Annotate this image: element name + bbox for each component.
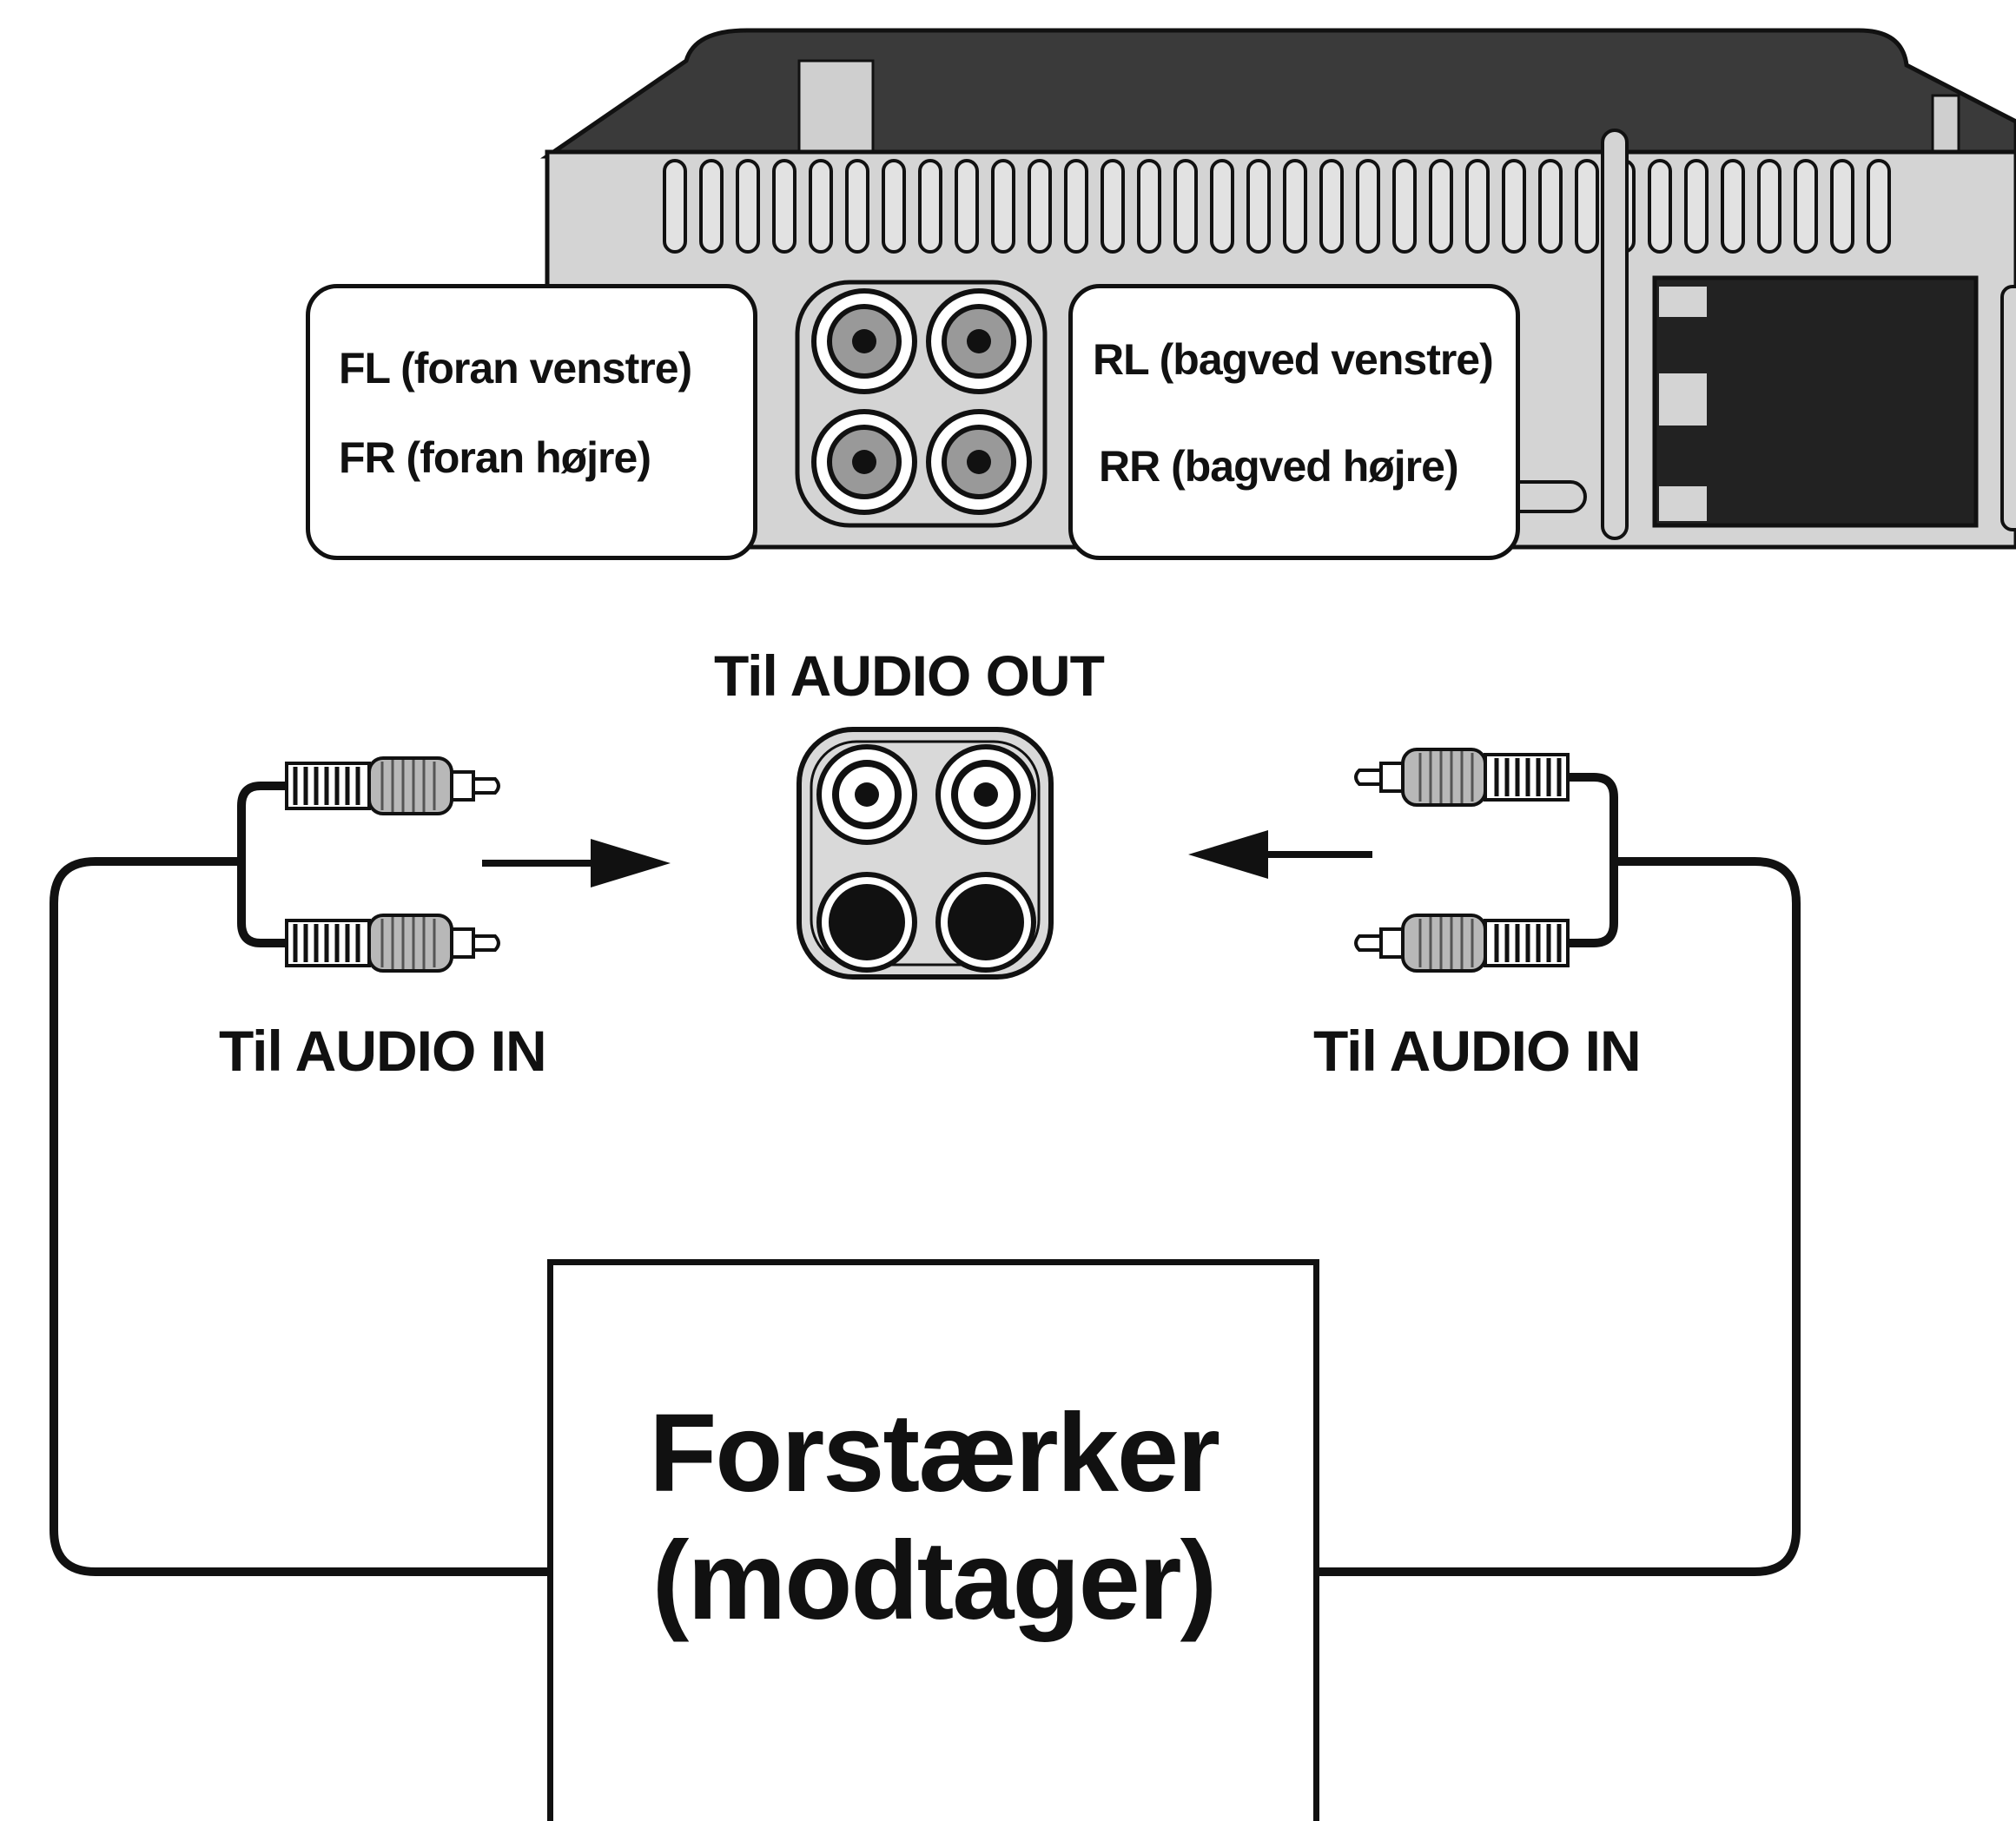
right-cable bbox=[1312, 857, 1801, 1576]
vent-slot bbox=[1101, 159, 1125, 254]
audio-in-right-label: Til AUDIO IN bbox=[1313, 1019, 1642, 1083]
vent-slot bbox=[991, 159, 1015, 254]
vent-slot bbox=[845, 159, 869, 254]
vent-slot bbox=[882, 159, 906, 254]
device-jack-fr bbox=[811, 409, 917, 515]
right-y-split bbox=[1568, 773, 1618, 947]
vent-slot bbox=[736, 159, 760, 254]
rca-plug-left-top bbox=[285, 756, 500, 815]
rca-plug-right-bottom bbox=[1354, 914, 1570, 973]
vent-slot bbox=[1356, 159, 1380, 254]
vent-slot bbox=[1794, 159, 1818, 254]
vent-slot bbox=[1429, 159, 1453, 254]
vent-slot bbox=[1173, 159, 1198, 254]
arrow-left-icon bbox=[1188, 830, 1372, 879]
vent-slot bbox=[1575, 159, 1599, 254]
rear-channels-label-box bbox=[1068, 284, 1520, 560]
vent-slot bbox=[955, 159, 979, 254]
vent-slot bbox=[1210, 159, 1234, 254]
left-cable bbox=[50, 857, 547, 1576]
label-fl: FL (foran venstre) bbox=[339, 344, 692, 393]
vent-slot bbox=[1757, 159, 1781, 254]
vent-slot bbox=[809, 159, 833, 254]
vent-slot bbox=[1502, 159, 1526, 254]
vent-slot bbox=[663, 159, 687, 254]
vent-slot bbox=[1064, 159, 1088, 254]
audio-out-jacks bbox=[796, 727, 1054, 980]
vent-slot bbox=[1648, 159, 1672, 254]
device-jack-rr bbox=[926, 409, 1032, 515]
vent-slot bbox=[772, 159, 796, 254]
vent-slot bbox=[1684, 159, 1709, 254]
label-rl: RL (bagved venstre) bbox=[1093, 335, 1494, 384]
amplifier-line-2: (modtager) bbox=[651, 1519, 1217, 1644]
vent-slot bbox=[1392, 159, 1417, 254]
audio-in-left-label: Til AUDIO IN bbox=[219, 1019, 547, 1083]
rca-plug-right-top bbox=[1354, 748, 1570, 807]
vent-slot bbox=[1246, 159, 1271, 254]
amplifier-box bbox=[547, 1259, 1319, 1821]
label-fr: FR (foran højre) bbox=[339, 433, 651, 482]
vent-slot bbox=[1830, 159, 1854, 254]
vent-slot bbox=[1721, 159, 1745, 254]
rca-plug-left-bottom bbox=[285, 914, 500, 973]
amplifier-title: Forstærker (modtager) bbox=[547, 1389, 1320, 1645]
vent-slot bbox=[699, 159, 724, 254]
arrow-right-icon bbox=[482, 839, 671, 887]
vent-slot bbox=[1867, 159, 1891, 254]
left-y-split bbox=[237, 782, 287, 947]
vent-slot bbox=[1283, 159, 1307, 254]
vent-slot bbox=[1538, 159, 1563, 254]
vent-slot bbox=[1137, 159, 1161, 254]
device-jack-fl bbox=[811, 288, 917, 394]
amplifier-line-1: Forstærker bbox=[649, 1391, 1220, 1515]
label-rr: RR (bagved højre) bbox=[1099, 442, 1459, 491]
front-channels-label-box bbox=[306, 284, 757, 560]
device-jack-rl bbox=[926, 288, 1032, 394]
vent-slot bbox=[1319, 159, 1344, 254]
vent-slot bbox=[1028, 159, 1052, 254]
vent-slot bbox=[918, 159, 942, 254]
audio-out-label: Til AUDIO OUT bbox=[714, 643, 1105, 708]
vent-slot bbox=[1465, 159, 1490, 254]
